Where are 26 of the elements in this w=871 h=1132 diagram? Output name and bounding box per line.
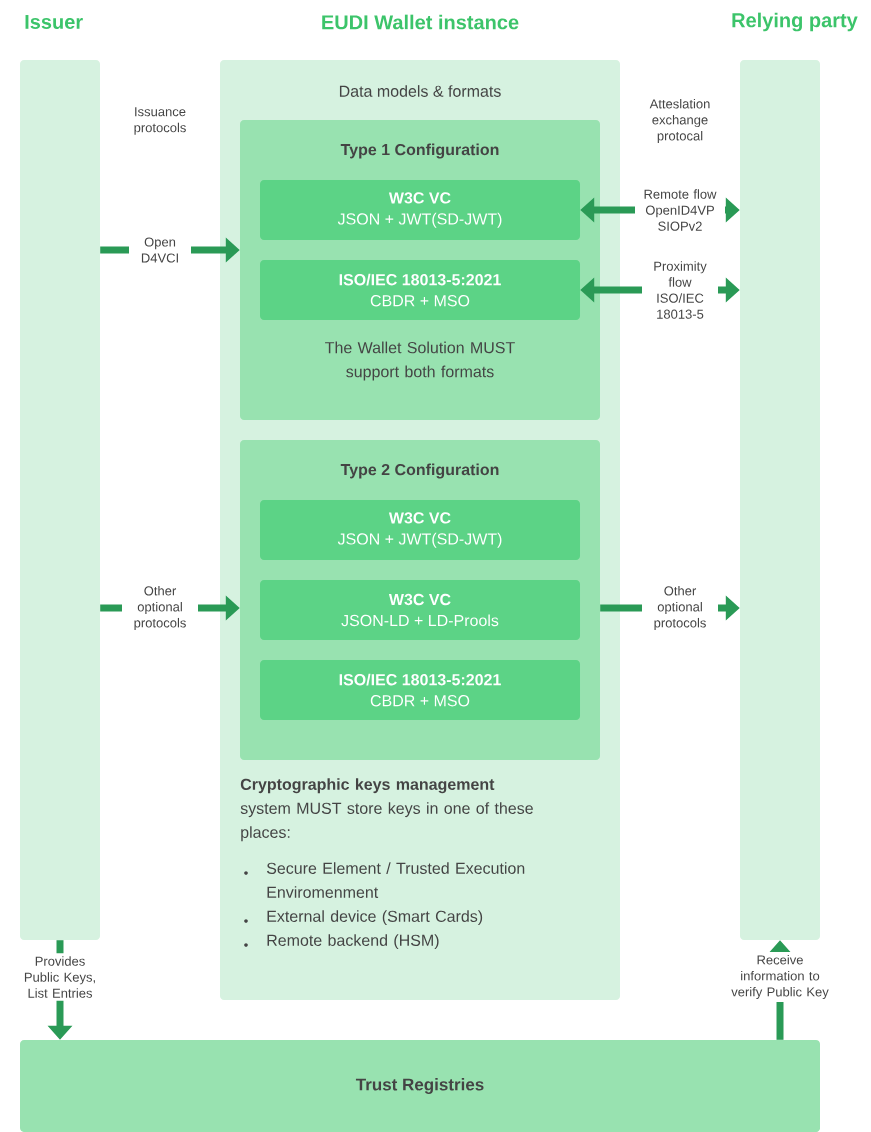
format-box: W3C VC JSON + JWT(SD-JWT) xyxy=(260,180,580,240)
panel-title: Type 2 Configuration xyxy=(340,463,499,479)
paragraph: Cryptographic keys management system MUST store keys in one of these places: xyxy=(240,778,533,842)
panel-subtitle: Data models & formats xyxy=(339,85,501,97)
panel-note: The Wallet Solution MUST support both formats xyxy=(325,341,515,381)
panel-title: Type 1 Configuration xyxy=(340,143,499,159)
edge-label: Provides Public Keys, List Entries xyxy=(15,953,105,1001)
list-item: Secure Element / Trusted Execution Enviromenment xyxy=(266,862,525,898)
edge-label: Receive information to verify Public Key xyxy=(721,951,839,1003)
format-box: W3C VC JSON + JWT(SD-JWT) xyxy=(260,500,580,560)
edge-label: Other optional protocols xyxy=(642,582,718,634)
list-item: External device (Smart Cards) xyxy=(267,910,483,926)
edge-label: Remote flow OpenID4VP SIOPv2 xyxy=(635,186,725,234)
format-box: ISO/IEC 18013-5:2021 CBDR + MSO xyxy=(260,660,580,720)
edge-label: Open D4VCI xyxy=(129,234,191,266)
lane-heading: Relying party xyxy=(732,12,858,32)
format-box: W3C VC JSON-LD + LD-Prools xyxy=(260,580,580,640)
registry-band: Trust Registries xyxy=(20,1040,820,1132)
lane-heading: Issuer xyxy=(25,15,83,29)
column-label: Issuance protocols xyxy=(134,107,186,135)
column-label: Atteslation exchange protocal xyxy=(649,98,710,144)
edge-label: Proximity flow ISO/IEC 18013-5 xyxy=(642,258,718,322)
format-box: ISO/IEC 18013-5:2021 CBDR + MSO xyxy=(260,260,580,320)
edge-label: Other optional protocols xyxy=(122,582,198,634)
list-item: Remote backend (HSM) xyxy=(267,934,439,950)
panel-heading: EUDI Wallet instance xyxy=(322,14,519,30)
